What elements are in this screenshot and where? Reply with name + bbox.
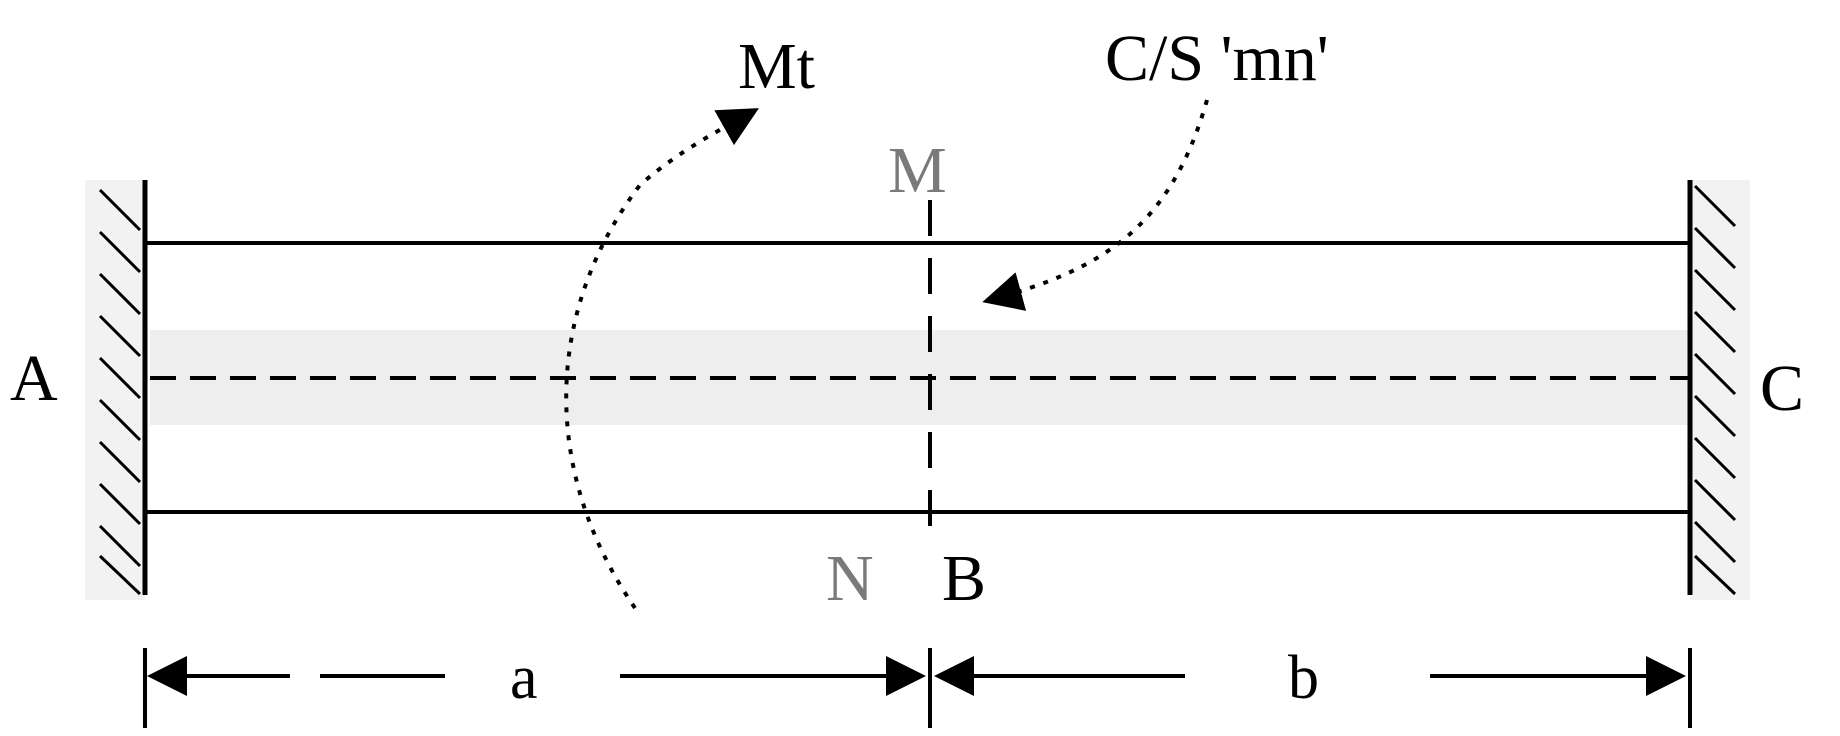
- label-support-c: C: [1760, 352, 1804, 425]
- label-section-b: B: [942, 542, 986, 615]
- label-dim-a: a: [510, 644, 538, 712]
- label-torque-mt: Mt: [738, 30, 815, 103]
- dimension-b: [934, 648, 1692, 728]
- torque-arrow: [564, 108, 759, 610]
- section-pointer-arrow: [982, 99, 1209, 311]
- dimension-a: [143, 648, 932, 728]
- label-section-m: M: [888, 134, 947, 207]
- left-fixed-support: [85, 180, 148, 600]
- label-support-a: A: [10, 342, 58, 415]
- label-section-cs: C/S 'mn': [1105, 22, 1329, 95]
- label-dim-b: b: [1288, 644, 1319, 712]
- left-hatching: [98, 188, 142, 596]
- right-hatching: [1693, 184, 1737, 596]
- label-section-n: N: [826, 542, 874, 615]
- right-fixed-support: [1687, 180, 1750, 600]
